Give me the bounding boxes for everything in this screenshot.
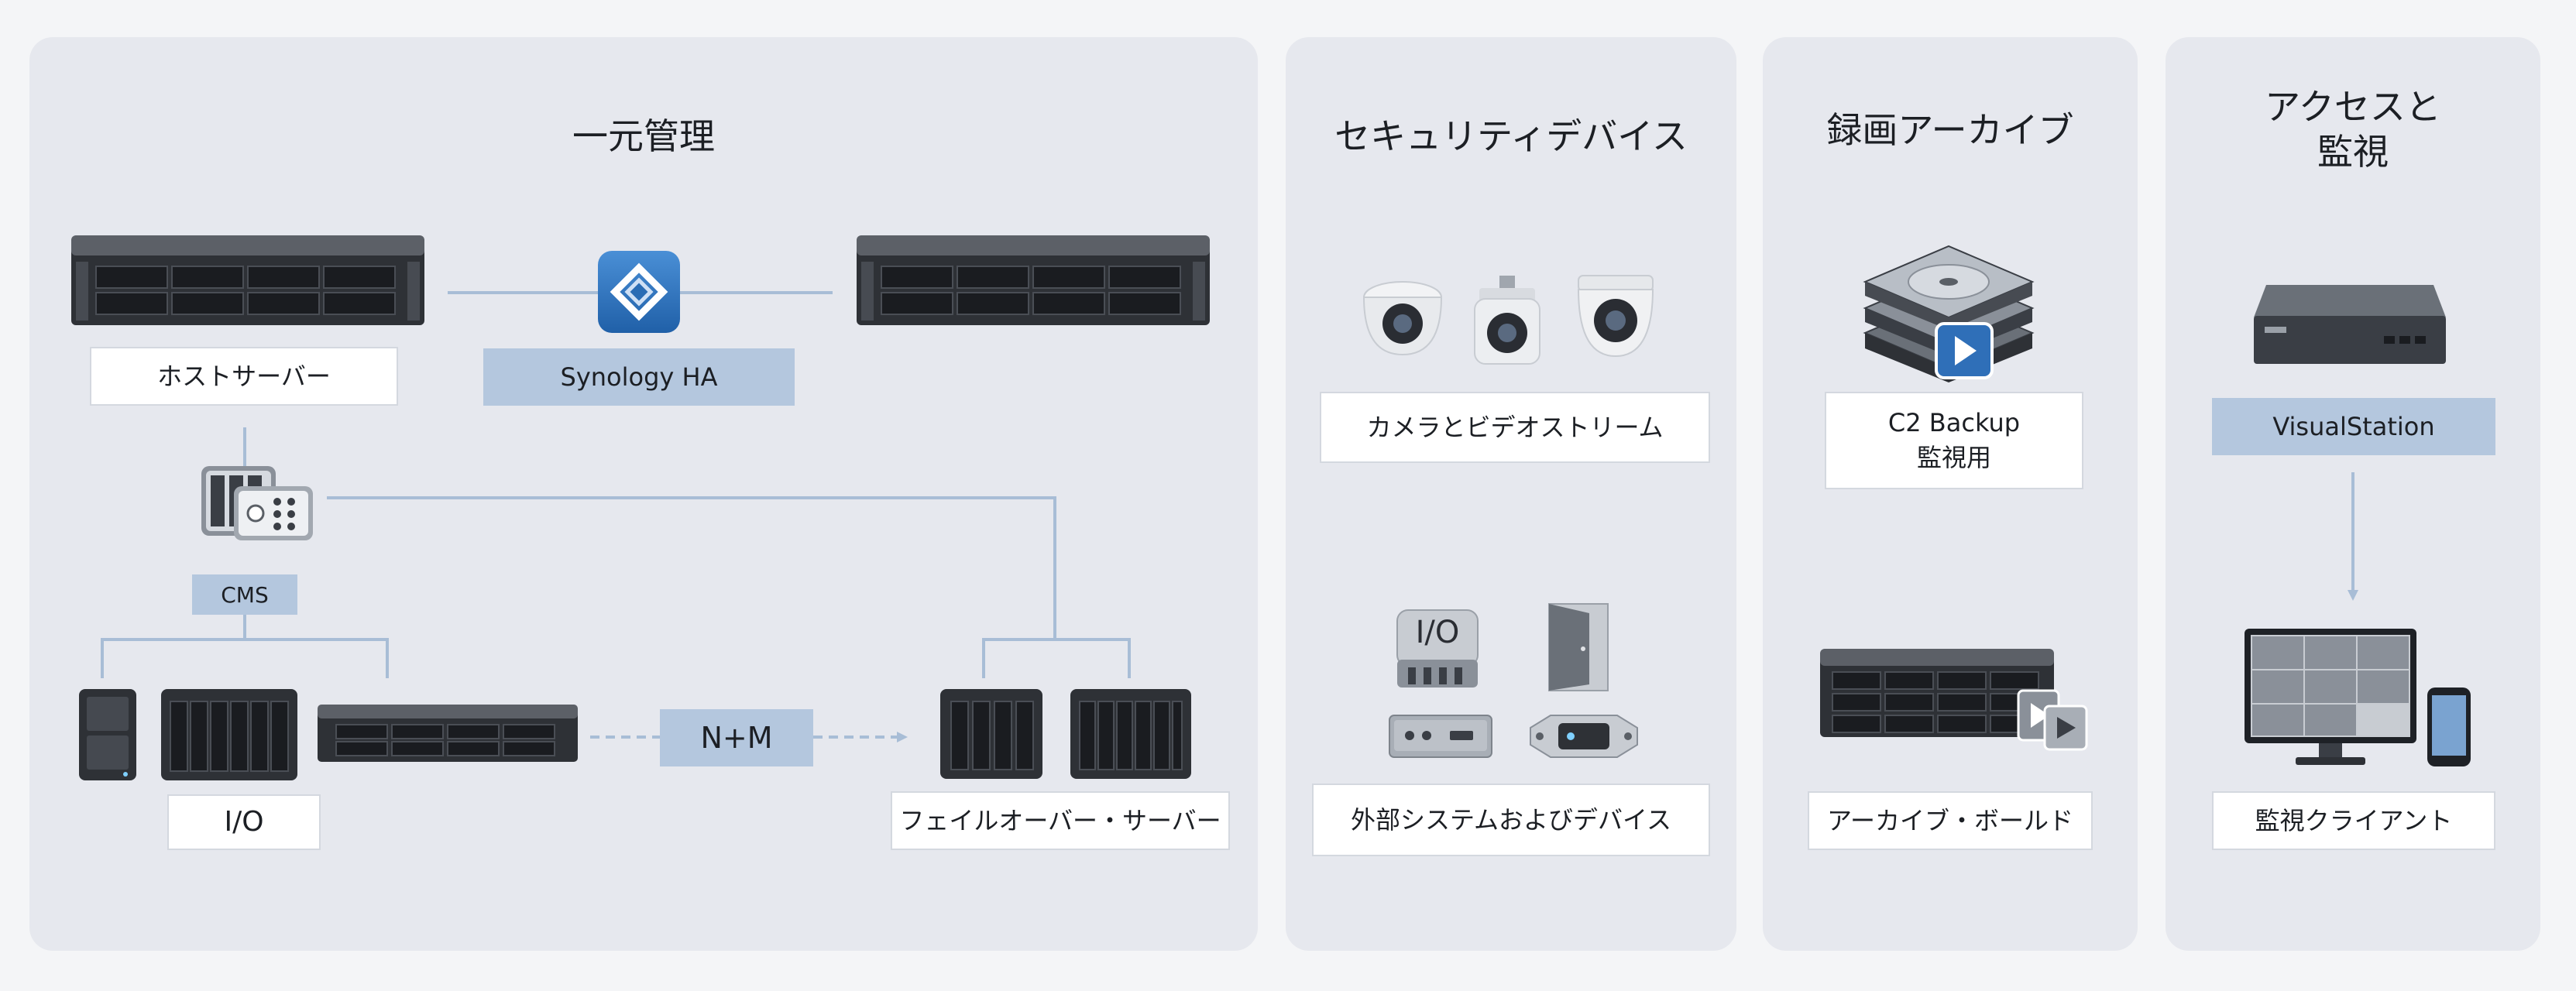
security-devices-title: セキュリティデバイス	[1334, 115, 1688, 157]
two-bay-nas-icon	[79, 689, 136, 780]
io-module-text: I/O	[1415, 615, 1460, 650]
failover-servers-bracket	[982, 638, 1131, 678]
central-management-title: 一元管理	[572, 115, 715, 157]
recording-archive-title: 録画アーカイブ	[1826, 109, 2074, 151]
c2-backup-line1: C2 Backup	[1887, 408, 2021, 438]
thin-rack-server-icon	[318, 705, 578, 762]
synology-ha-icon	[598, 251, 680, 333]
c2-backup-label: C2 Backup 監視用	[1825, 392, 2083, 489]
cms-label: CMS	[192, 574, 297, 615]
failover-server-label: フェイルオーバー・サーバー	[891, 791, 1230, 850]
visualstation-label: VisualStation	[2212, 398, 2495, 455]
bullet-camera-icon	[1474, 276, 1540, 365]
access-monitoring-title: アクセスと 監視	[2166, 85, 2540, 174]
monitoring-client-icon	[2245, 629, 2471, 766]
dome-camera-icon	[1362, 281, 1443, 356]
integration-box-icon	[1389, 715, 1492, 758]
archive-rack-icon	[1820, 649, 2088, 751]
access-controller-icon	[1530, 715, 1638, 758]
host-server-label: ホストサーバー	[90, 347, 398, 406]
access-title-line2: 監視	[2317, 130, 2389, 173]
door-icon	[1548, 603, 1609, 691]
turret-camera-icon	[1577, 275, 1654, 358]
failover-nas-1-icon	[940, 689, 1042, 779]
synology-ha-label: Synology HA	[483, 348, 795, 406]
access-title-line1: アクセスと	[2265, 86, 2441, 128]
external-devices-label: 外部システムおよびデバイス	[1312, 784, 1710, 856]
host-rack-server-icon	[71, 235, 424, 325]
monitoring-client-label: 監視クライアント	[2212, 791, 2495, 850]
cms-controller-icon	[201, 466, 313, 540]
hard-drive-stack-icon	[1863, 245, 2035, 382]
io-label: I/O	[167, 794, 321, 850]
secondary-rack-server-icon	[857, 235, 1210, 325]
visualstation-device-icon	[2254, 285, 2446, 364]
cms-to-failover-line	[327, 496, 1056, 640]
six-bay-nas-icon	[161, 689, 297, 780]
camera-stream-label: カメラとビデオストリーム	[1320, 392, 1710, 463]
failover-nas-2-icon	[1070, 689, 1191, 779]
c2-backup-line2: 監視用	[1916, 443, 1991, 472]
nm-label: N+M	[660, 709, 813, 766]
archive-vault-label: アーカイブ・ボールド	[1808, 791, 2093, 850]
io-module-icon	[1396, 609, 1479, 688]
recording-servers-bracket	[101, 638, 389, 678]
